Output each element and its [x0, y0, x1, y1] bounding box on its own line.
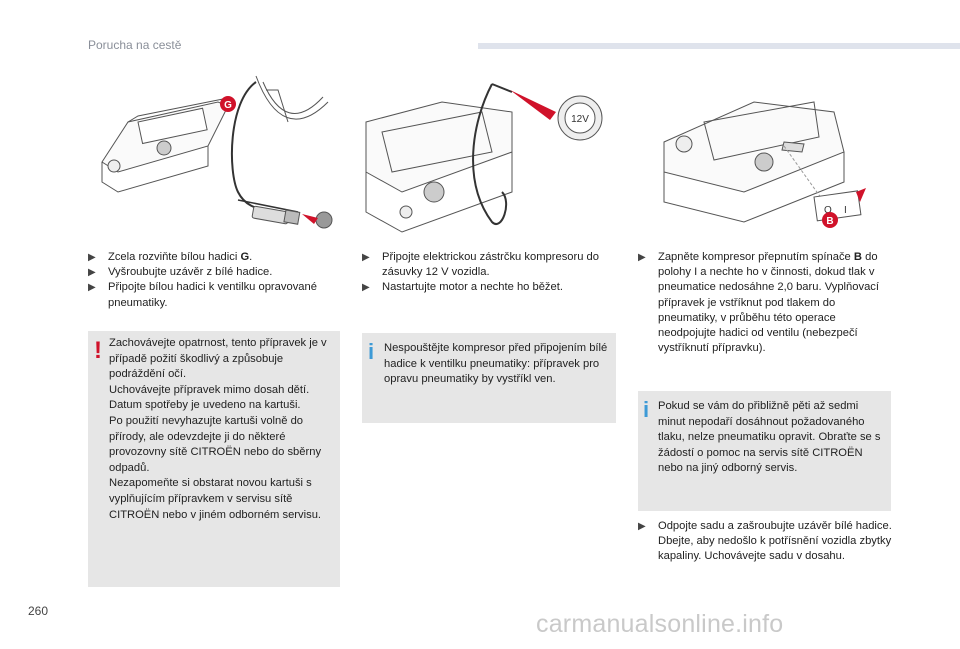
step-bullet: ▶ Zcela rozviňte bílou hadici G.: [88, 250, 338, 265]
callout-b-label: B: [826, 216, 833, 227]
illustration-12v-socket: 12V: [362, 62, 614, 240]
page-number: 260: [28, 604, 49, 618]
column-1-steps: ▶ Zcela rozviňte bílou hadici G. ▶ Vyšro…: [88, 250, 338, 311]
step-bullet: ▶ Připojte elektrickou zástrčku kompreso…: [362, 251, 600, 279]
header-bar: [478, 43, 960, 49]
info-note: i Nespouštějte kompresor před připojením…: [362, 333, 616, 423]
info-note: i Pokud se vám do přibližně pěti až sedm…: [638, 391, 891, 511]
bullet-arrow-icon: ▶: [88, 252, 96, 263]
column-2-steps: ▶ Připojte elektrickou zástrčku kompreso…: [362, 250, 616, 296]
bullet-arrow-icon: ▶: [638, 252, 646, 263]
step-bullet: ▶ Připojte bílou hadici k ventilku oprav…: [88, 281, 317, 309]
bullet-arrow-icon: ▶: [88, 282, 96, 294]
callout-b-badge: [822, 212, 838, 228]
warning-exclamation-icon: !: [94, 337, 102, 364]
step-bullet: ▶ Vyšroubujte uzávěr z bílé hadice.: [88, 265, 338, 280]
watermark-text: carmanualsonline.info: [536, 610, 784, 638]
callout-12v-label: 12V: [571, 114, 589, 125]
column-3-steps: ▶ Zapněte kompresor přepnutím spínače B …: [638, 250, 892, 356]
step-bullet: ▶ Nastartujte motor a nechte ho běžet.: [362, 280, 616, 295]
illustration-switch-b: O I B: [644, 62, 890, 240]
step-bullet: ▶ Odpojte sadu a zašroubujte uzávěr bílé…: [638, 520, 892, 563]
bullet-arrow-icon: ▶: [638, 521, 646, 532]
bullet-arrow-icon: ▶: [88, 267, 96, 279]
column-3-final-step: ▶ Odpojte sadu a zašroubujte uzávěr bílé…: [638, 519, 892, 565]
page-header-title: Porucha na cestě: [88, 38, 182, 52]
callout-g-badge: [220, 96, 236, 112]
step-bullet: ▶ Zapněte kompresor přepnutím spínače B …: [638, 251, 880, 355]
info-i-icon: i: [368, 339, 375, 364]
warning-note: ! Zachovávejte opatrnost, tento příprave…: [88, 331, 340, 587]
illustration-compressor-hose: G: [88, 62, 338, 240]
switch-label-i: I: [844, 205, 847, 216]
bullet-arrow-icon: ▶: [362, 252, 370, 263]
switch-label-o: O: [824, 205, 832, 216]
info-i-icon: i: [643, 397, 650, 422]
callout-g-label: G: [224, 100, 232, 111]
bullet-arrow-icon: ▶: [362, 282, 370, 294]
